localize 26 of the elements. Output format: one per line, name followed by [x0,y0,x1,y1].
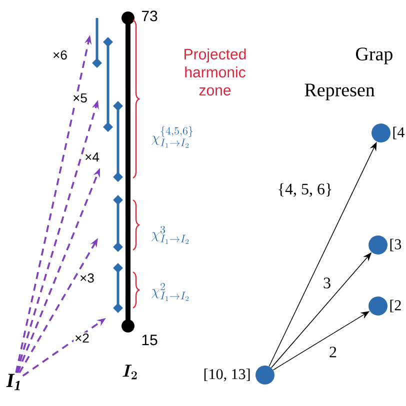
graph-vertex [368,296,388,316]
edge-label: ×6 [53,50,67,60]
axis-label: $I_2$ [122,364,137,380]
edge-label: {4, 5, 6} [278,183,332,197]
vertex-label: [10, 13] [204,368,250,382]
graph-vertex [368,236,388,254]
interval-formula: $\chi^{3}_{I_1\rightarrow I_2}$ [152,226,189,244]
interval-formula: $\chi^{\{4,5,6\}}_{I_1\rightarrow I_2}$ [152,126,193,148]
graph-vertex [372,124,390,142]
edge-label: ×4 [85,152,100,162]
graph-vertex [256,366,274,384]
tick-label: 15 [142,334,158,346]
tick-label: 73 [142,10,158,22]
edge-label: 2 [330,346,336,358]
vertex-label: [3 [390,238,402,252]
interval-formula: $\chi^{2}_{I_1\rightarrow I_2}$ [152,282,189,301]
vertex-label: [4 [393,126,404,140]
edge-label: ×2 [75,333,89,343]
edge-label: 3 [324,278,330,288]
heading: Grap [356,48,392,64]
edge-label: ×5 [73,93,87,103]
vertex-label: [2 [390,300,401,312]
edge-label: ×3 [80,273,94,283]
heading: Represen [304,84,375,100]
axis-label: I$_{1}$ [6,374,20,390]
zone-label: Projected harmonic zone [184,48,246,96]
